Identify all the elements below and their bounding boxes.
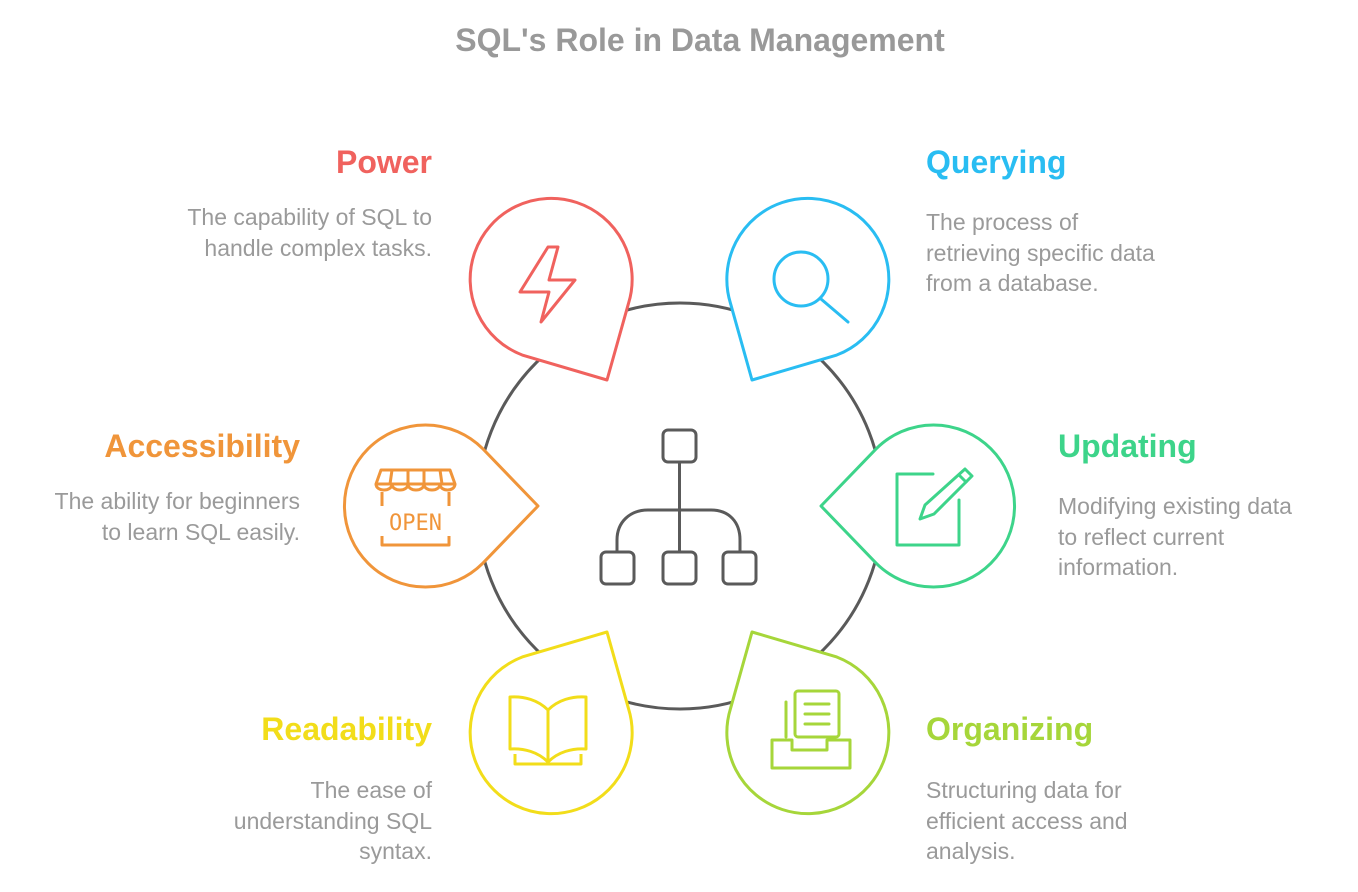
organizing-description-line: efficient access and [926, 807, 1128, 834]
lightning-icon [518, 245, 577, 324]
hierarchy-icon [599, 428, 758, 586]
readability-description: The ease of understanding SQL syntax. [234, 775, 432, 867]
open-store-icon [374, 468, 457, 547]
edit-icon [895, 467, 974, 547]
querying-drop-shape [725, 196, 891, 382]
readability-petal [468, 630, 634, 816]
readability-description-line: The ease of [310, 777, 432, 803]
readability-heading: Readability [261, 711, 432, 747]
readability-description-line: syntax. [359, 838, 432, 864]
power-description-line: handle complex tasks. [204, 234, 432, 261]
organizing-petal [725, 630, 891, 816]
readability-description-line: understanding SQL [233, 807, 432, 834]
accessibility-drop-shape [343, 423, 540, 589]
accessibility-heading: Accessibility [104, 428, 300, 464]
accessibility-description-line: to learn SQL easily. [101, 518, 300, 545]
organizing-description: Structuring data for efficient access an… [926, 775, 1128, 867]
organizing-description-line: Structuring data for [926, 777, 1122, 803]
querying-description: The process of retrieving specific data … [926, 207, 1155, 299]
accessibility-petal: OPEN [343, 423, 540, 589]
organizing-heading: Organizing [926, 711, 1094, 747]
power-description-line: The capability of SQL to [187, 204, 432, 230]
querying-description-line: The process of [926, 209, 1079, 235]
updating-description: Modifying existing data to reflect curre… [1058, 491, 1292, 583]
readability-drop-shape [468, 630, 634, 816]
power-petal [468, 196, 634, 382]
querying-petal [725, 196, 891, 382]
open-store-text: OPEN [389, 511, 442, 536]
querying-description-line: from a database. [926, 270, 1099, 296]
accessibility-description: The ability for beginners to learn SQL e… [55, 486, 300, 547]
querying-heading: Querying [926, 144, 1067, 180]
updating-description-line: Modifying existing data [1058, 493, 1292, 519]
power-heading: Power [335, 144, 432, 180]
page-title: SQL's Role in Data Management [455, 22, 945, 58]
querying-description-line: retrieving specific data [926, 239, 1155, 266]
power-description: The capability of SQL to handle complex … [187, 202, 432, 263]
power-drop-shape [468, 196, 634, 382]
organizing-description-line: analysis. [926, 838, 1016, 864]
magnifier-icon [772, 250, 850, 324]
updating-description-line: to reflect current [1058, 523, 1225, 550]
updating-drop-shape [819, 423, 1016, 589]
accessibility-description-line: The ability for beginners [54, 488, 300, 514]
updating-petal [819, 423, 1016, 589]
document-tray-icon [770, 689, 852, 770]
updating-description-line: information. [1058, 554, 1179, 580]
open-book-icon [508, 695, 588, 766]
updating-heading: Updating [1058, 428, 1197, 464]
